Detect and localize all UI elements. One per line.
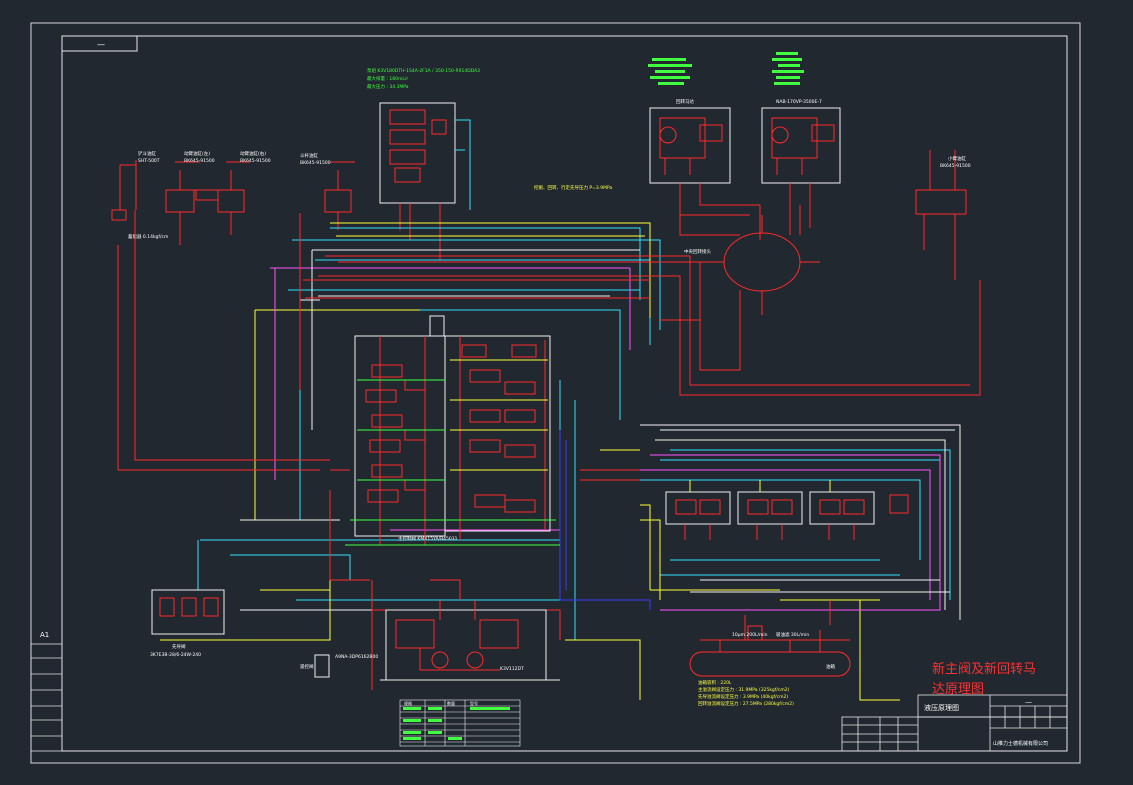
title-block-name: 液压原理图 (924, 703, 959, 712)
cylinder-5-code: BK645-91500 (940, 163, 971, 169)
pump-spec-green-1: 泵组 K3V180DTH-1S4A-2F1A / 350-150-R914DDA… (367, 67, 480, 74)
cylinder-4-code: BK645-91500 (300, 160, 331, 166)
sheet-size-label: A1 (40, 631, 49, 639)
pilot-valve-block (151, 589, 225, 635)
accumulator-label: 蓄能器 0.14kgf/cm (128, 233, 168, 240)
cylinder-right (915, 150, 967, 280)
return-lines-white (240, 249, 961, 620)
suction-filter: 吸油滤 30L/min (776, 631, 809, 638)
cylinder-4-label: 斗杆油缸 (300, 152, 318, 159)
top-left-tag: — (97, 40, 105, 49)
company-name: 山推力士德机械有限公司 (993, 740, 1048, 747)
cylinder-1-label: 铲斗油缸 (138, 150, 156, 157)
main-pump-assembly (380, 579, 560, 681)
remote-valve-label: 遥控阀 (300, 663, 314, 670)
title-block-code: — (1025, 698, 1032, 706)
cylinder-3-code: BK645-91500 (240, 158, 271, 164)
tank-note-3: 先导溢流阀设定压力 : 3.9MPa (40kgf/cm2) (698, 693, 788, 700)
remote-valve-symbol (314, 654, 330, 678)
title-block (841, 694, 1068, 752)
swing-motor-code: NAB-170VP-3500E-7 (776, 99, 822, 105)
pump-spec-green-2: 最大排量 : 180mL/r (367, 75, 408, 82)
tank-label: 油箱 (826, 663, 835, 670)
swing-motor-right (761, 107, 841, 235)
components-table-fill (403, 707, 510, 740)
tank-note-2: 主溢流阀设定压力 : 31.9MPa (325kgf/cm2) (698, 686, 790, 693)
remote-valve-code: A9NA-3DP6162B00 (335, 654, 378, 660)
top-left-tag-box (61, 35, 138, 52)
control-pump-code: K3V112DT (500, 666, 524, 672)
main-control-valve (345, 315, 560, 546)
drawing-title-red-2: 达原理图 (932, 682, 984, 697)
green-notes-top-right (648, 52, 804, 85)
tank-note-4: 回转溢流阀设定压力 : 27.5MPa (280kgf/cm2) (698, 700, 794, 707)
table-header-3: 数量 (447, 700, 455, 706)
table-header-1: 规格 (404, 700, 412, 706)
cylinder-2-code: BK645-91500 (184, 158, 215, 164)
cylinder-3-label: 动臂油缸(右) (240, 150, 266, 157)
pump-spec-green-3: 最大压力 : 34.3MPa (367, 83, 409, 90)
cylinder-1-code: SHT-500T (138, 158, 160, 164)
cylinder-2-label: 动臂油缸(左) (184, 150, 210, 157)
pilot-pressure-note: 挖掘、回转、行走先导压力 P=3.9MPa (534, 184, 612, 191)
pump-block-top (379, 102, 471, 260)
rotary-joint (700, 215, 820, 315)
pilot-lines-cyan (197, 227, 951, 640)
rotary-joint-label: 中央回转接头 (684, 248, 711, 255)
filter-code: 10μm 200L/min (732, 632, 768, 638)
pilot-lines-yellow (160, 222, 900, 701)
hydraulic-tank (689, 600, 851, 677)
tank-note-1: 油箱容积 : 220L (698, 679, 732, 686)
swing-left-label: 回转马达 (676, 98, 694, 105)
drawing-title-red-1: 新主阀及新回转马 (932, 661, 1036, 677)
pressure-lines-red (117, 205, 981, 690)
pilot-lines-magenta (270, 267, 941, 611)
revision-strip (30, 643, 63, 752)
travel-valve-bank (665, 480, 909, 540)
main-valve-label: 主控制阀 KMX15YA/B45031 (398, 535, 458, 542)
pilot-valve-label: 先导阀 (172, 643, 186, 650)
cylinder-group-left (111, 160, 355, 245)
swing-motor-left (649, 107, 760, 216)
inner-frame (61, 35, 1068, 752)
table-header-2: 型号 (470, 700, 478, 706)
outer-frame (30, 22, 1081, 764)
cylinder-5-label: 小臂油缸 (948, 155, 966, 162)
pilot-valve-code: 3K7E3B-28/6-24W-240 (150, 652, 201, 658)
components-table (399, 699, 521, 747)
